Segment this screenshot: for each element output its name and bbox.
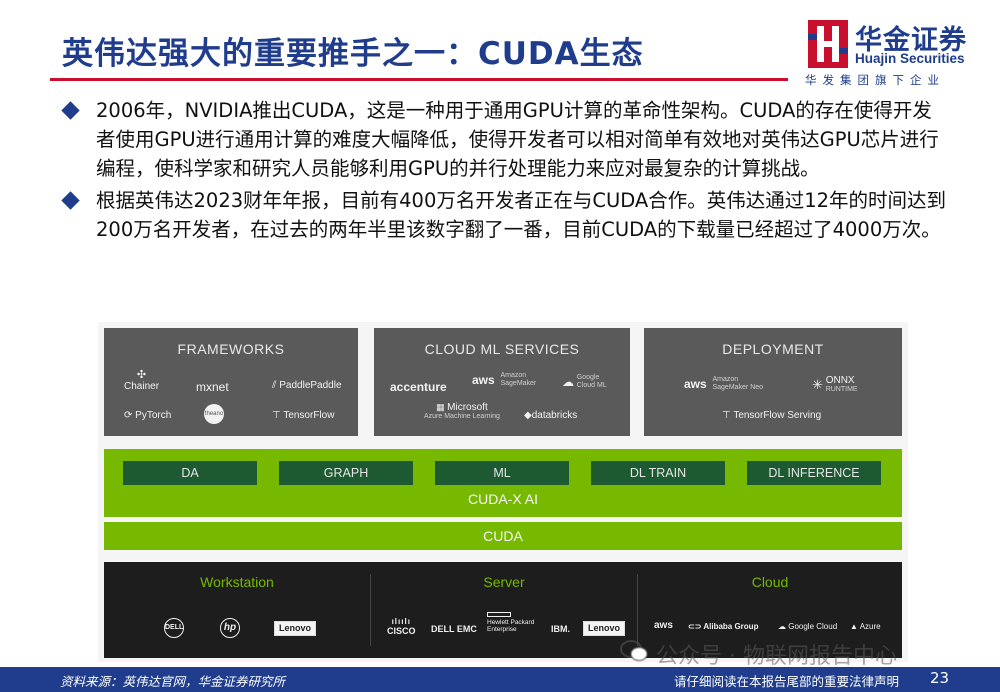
google-cloud-ml-logo: ☁ Google Cloud ML bbox=[562, 374, 607, 389]
page-title: 英伟达强大的重要推手之一：CUDA生态 bbox=[62, 36, 644, 72]
cuda-x-ai-label: CUDA-X AI bbox=[467, 491, 538, 507]
amazon-sagemaker-neo-logo: aws Amazon SageMaker Neo bbox=[684, 376, 764, 391]
pytorch-icon: ⟳ bbox=[124, 410, 136, 421]
bullet-list: 2006年，NVIDIA推出CUDA，这是一种用于通用GPU计算的革命性架构。C… bbox=[61, 96, 947, 247]
server-column: Server ılıılı CISCO DELL EMC Hewlett Pac… bbox=[371, 562, 637, 658]
cudax-box-dl-train: DL TRAIN bbox=[591, 461, 725, 485]
title-divider bbox=[50, 78, 788, 81]
cloud-icon: ☁ bbox=[562, 375, 574, 389]
company-logo: 华金证券 Huajin Securities 华发集团旗下企业 bbox=[800, 14, 995, 87]
bullet-text: 根据英伟达2023财年年报，目前有400万名开发者正在与CUDA合作。英伟达通过… bbox=[96, 189, 947, 241]
cloud-title: Cloud bbox=[751, 574, 789, 590]
accenture-logo: accenture bbox=[390, 380, 447, 394]
cisco-icon: ılıılı bbox=[391, 617, 411, 626]
huajin-logo-icon bbox=[808, 20, 848, 68]
azure-icon: ▲ bbox=[850, 622, 860, 631]
chainer-icon: ✣ bbox=[136, 369, 147, 381]
page-number: 23 bbox=[930, 669, 950, 687]
azure-logo: ▲ Azure bbox=[850, 622, 881, 631]
ibm-logo: IBM. bbox=[551, 624, 570, 634]
pytorch-logo: ⟳ PyTorch bbox=[124, 410, 172, 421]
cudax-box-ml: ML bbox=[435, 461, 569, 485]
cisco-logo: ılıılı CISCO bbox=[387, 617, 416, 636]
cloud-ml-title: CLOUD ML SERVICES bbox=[424, 341, 580, 357]
tensorflow-serving-logo: ⊤ TensorFlow Serving bbox=[722, 410, 822, 421]
databricks-logo: ◆databricks bbox=[524, 410, 578, 421]
alibaba-logo: ⊂⊃ Alibaba Group bbox=[688, 622, 759, 631]
wechat-icon bbox=[620, 640, 648, 662]
column-divider bbox=[370, 574, 371, 646]
frameworks-title: FRAMEWORKS bbox=[177, 341, 285, 357]
footer-source: 资料来源：英伟达官网，华金证券研究所 bbox=[60, 674, 286, 689]
tensorflow-icon: ⊤ bbox=[272, 410, 284, 421]
logo-subtitle: 华发集团旗下企业 bbox=[805, 73, 945, 87]
workstation-title: Workstation bbox=[200, 574, 274, 590]
footer-bar: 资料来源：英伟达官网，华金证券研究所 请仔细阅读在本报告尾部的重要法律声明 23 bbox=[0, 667, 1000, 692]
mxnet-logo: mxnet bbox=[196, 380, 229, 394]
cudax-box-graph: GRAPH bbox=[279, 461, 413, 485]
tensorflow-logo: ⊤ TensorFlow bbox=[272, 410, 335, 421]
hardware-panel: Workstation DELL hp Lenovo Server ılıılı… bbox=[104, 562, 902, 658]
hpe-icon bbox=[487, 612, 511, 617]
databricks-icon: ◆ bbox=[524, 410, 532, 421]
onnx-icon: ✳ bbox=[812, 377, 823, 392]
aws-logo: aws bbox=[654, 620, 673, 631]
deployment-title: DEPLOYMENT bbox=[722, 341, 824, 357]
cudax-box-dl-inference: DL INFERENCE bbox=[747, 461, 881, 485]
column-divider bbox=[637, 574, 638, 646]
theano-logo: theano bbox=[204, 404, 224, 424]
deployment-panel: DEPLOYMENT aws Amazon SageMaker Neo ✳ ON… bbox=[644, 328, 902, 436]
logo-english-name: Huajin Securities bbox=[855, 51, 965, 66]
microsoft-azure-ml-logo: ▦ Microsoft Azure Machine Learning bbox=[424, 402, 500, 420]
tensorflow-icon: ⊤ bbox=[722, 410, 734, 421]
bullet-text: 2006年，NVIDIA推出CUDA，这是一种用于通用GPU计算的革命性架构。C… bbox=[96, 99, 939, 180]
amazon-sagemaker-logo: aws Amazon SageMaker bbox=[472, 372, 537, 387]
watermark-text: 公众号 · 物联网报告中心 bbox=[656, 644, 897, 669]
server-title: Server bbox=[483, 574, 525, 590]
frameworks-panel: FRAMEWORKS ✣ Chainer mxnet ⫽ PaddlePaddl… bbox=[104, 328, 358, 436]
lenovo-logo: Lenovo bbox=[274, 621, 317, 636]
chainer-logo: ✣ Chainer bbox=[124, 369, 160, 392]
bullet-item: 根据英伟达2023财年年报，目前有400万名开发者正在与CUDA合作。英伟达通过… bbox=[61, 186, 947, 244]
logo-chinese-name: 华金证券 bbox=[855, 25, 967, 56]
diamond-bullet-icon bbox=[61, 191, 80, 210]
theano-icon: theano bbox=[204, 404, 224, 424]
cloud-ml-panel: CLOUD ML SERVICES accenture aws Amazon S… bbox=[374, 328, 630, 436]
footer-disclaimer: 请仔细阅读在本报告尾部的重要法律声明 bbox=[674, 674, 900, 689]
alibaba-icon: ⊂⊃ bbox=[688, 622, 704, 631]
onnx-runtime-logo: ✳ ONNX RUNTIME bbox=[812, 375, 858, 394]
diamond-bullet-icon bbox=[61, 101, 80, 120]
microsoft-icon: ▦ bbox=[436, 402, 448, 412]
hpe-logo: Hewlett Packard Enterprise bbox=[487, 612, 534, 633]
workstation-column: Workstation DELL hp Lenovo bbox=[104, 562, 370, 658]
cuda-band: CUDA bbox=[104, 522, 902, 550]
hp-logo: hp bbox=[220, 618, 240, 638]
paddle-icon: ⫽ bbox=[272, 380, 280, 391]
dell-logo: DELL bbox=[164, 618, 184, 638]
paddlepaddle-logo: ⫽ PaddlePaddle bbox=[272, 380, 342, 391]
dell-emc-logo: DELL EMC bbox=[431, 624, 477, 634]
cudax-box-da: DA bbox=[123, 461, 257, 485]
cuda-x-ai-band: DA GRAPH ML DL TRAIN DL INFERENCE CUDA-X… bbox=[104, 449, 902, 517]
cuda-stack-diagram: FRAMEWORKS ✣ Chainer mxnet ⫽ PaddlePaddl… bbox=[98, 322, 908, 662]
google-cloud-icon: ☁ bbox=[778, 622, 789, 631]
cloud-column: Cloud aws ⊂⊃ Alibaba Group ☁ Google Clou… bbox=[638, 562, 902, 658]
bullet-item: 2006年，NVIDIA推出CUDA，这是一种用于通用GPU计算的革命性架构。C… bbox=[61, 96, 947, 183]
lenovo-server-logo: Lenovo bbox=[583, 621, 626, 636]
google-cloud-logo: ☁ Google Cloud bbox=[778, 622, 838, 631]
